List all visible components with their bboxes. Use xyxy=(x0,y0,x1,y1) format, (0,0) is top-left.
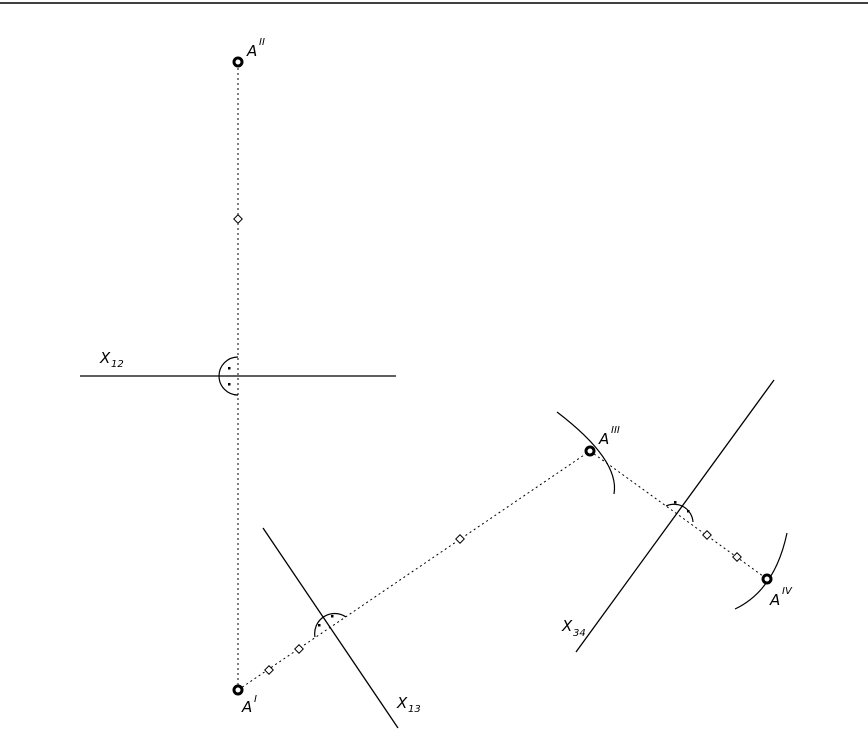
distance-tick-icon xyxy=(732,552,742,562)
point-A2 xyxy=(232,56,244,68)
axis-label-x13: X xyxy=(396,694,408,712)
projection-line-A3-A4 xyxy=(589,450,768,580)
projection-line-A1-A3 xyxy=(237,450,591,691)
point-label-A3: A xyxy=(598,430,609,448)
axis-subscript-x12: 12 xyxy=(111,359,124,370)
point-A3 xyxy=(584,445,596,457)
axis-subscript-x34: 34 xyxy=(573,628,586,639)
ra-x34-right-angle-icon xyxy=(665,501,694,523)
projection-axes xyxy=(80,375,775,729)
point-superscript-A1: I xyxy=(254,694,257,705)
distance-tick-icon xyxy=(455,534,465,544)
distance-tick-icon xyxy=(702,530,712,540)
axis-label-x34: X xyxy=(561,617,573,635)
projection-points xyxy=(232,56,773,696)
point-label-A1: A xyxy=(241,698,252,716)
distance-tick-icon xyxy=(264,665,274,675)
point-A4 xyxy=(761,573,773,585)
point-superscript-A2: II xyxy=(259,37,265,48)
ra-x13-right-angle-icon xyxy=(314,612,347,638)
point-label-A4: A xyxy=(769,591,780,609)
point-A1 xyxy=(232,684,244,696)
distance-tick-icon xyxy=(294,644,304,654)
point-superscript-A3: III xyxy=(611,425,620,436)
right-angle-marks xyxy=(218,356,694,638)
axis-subscript-x13: 13 xyxy=(408,704,421,715)
point-marker-icon xyxy=(761,573,773,585)
axis-label-x12: X xyxy=(99,349,111,367)
point-label-A2: A xyxy=(246,42,257,60)
point-marker-icon xyxy=(232,684,244,696)
point-superscript-A4: IV xyxy=(782,586,793,597)
point-marker-icon xyxy=(232,56,244,68)
ra-x12-right-angle-icon xyxy=(218,356,239,396)
point-marker-icon xyxy=(584,445,596,457)
axis-x13 xyxy=(262,527,399,729)
distance-tick-icon xyxy=(233,214,243,224)
axis-x34 xyxy=(575,379,775,653)
arc-a3-icon xyxy=(556,411,616,495)
distance-tick-marks xyxy=(233,214,742,675)
